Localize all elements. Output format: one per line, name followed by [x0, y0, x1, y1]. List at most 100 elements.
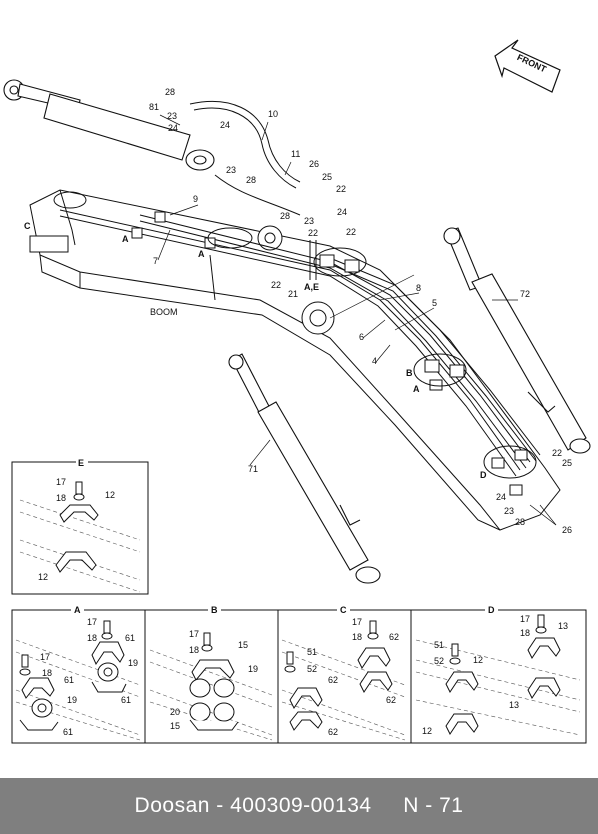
callout-c23a: 23 — [167, 111, 177, 121]
detail-b-callout: 15 — [170, 721, 180, 731]
boom-label: BOOM — [150, 307, 178, 317]
callout-c25: 25 — [322, 172, 332, 182]
callout-c22e: 22 — [552, 448, 562, 458]
detail-panel-title-bg — [485, 603, 498, 615]
detail-b-callout: 18 — [189, 645, 199, 655]
detail-b-callout: 17 — [189, 629, 199, 639]
callout-cA1: A — [122, 234, 129, 244]
callout-cA3: A — [413, 384, 420, 394]
detail-panel-title-b: B — [211, 605, 218, 615]
callout-c8: 8 — [416, 283, 421, 293]
callout-c11: 11 — [291, 149, 300, 159]
callout-c7: 7 — [153, 256, 158, 266]
detail-b-callout: 19 — [248, 664, 258, 674]
detail-c-callout: 51 — [307, 647, 317, 657]
footer-gap — [372, 794, 404, 818]
callout-c26b: 26 — [562, 525, 572, 535]
detail-b-callout: 15 — [238, 640, 248, 650]
front-arrow: FRONT — [494, 39, 561, 93]
detail-a-callout: 61 — [125, 633, 135, 643]
callout-c28a: 28 — [165, 87, 175, 97]
detail-a-callout: 61 — [64, 675, 74, 685]
part-number: 400309-00134 — [230, 794, 372, 817]
callout-c28c: 28 — [280, 211, 290, 221]
detail-a-callout: 18 — [42, 668, 52, 678]
detail-d-callout: 13 — [558, 621, 568, 631]
callout-c24b: 24 — [220, 120, 230, 130]
detail-c-callout: 52 — [307, 664, 317, 674]
callout-c24d: 24 — [496, 492, 506, 502]
callout-c24c: 24 — [337, 207, 347, 217]
callout-c26: 26 — [309, 159, 319, 169]
page-reference: N - 71 — [403, 794, 464, 817]
arm-cylinder-72 — [443, 227, 591, 454]
detail-panel-title-c: C — [340, 605, 347, 615]
callout-c23b: 23 — [226, 165, 236, 175]
callout-cAE: A,E — [304, 282, 319, 292]
detail-c-callout: 62 — [328, 675, 338, 685]
callout-c22a: 22 — [336, 184, 346, 194]
detail-panel-title-d: D — [488, 605, 495, 615]
detail-a-callout: 17 — [40, 652, 50, 662]
callout-c22d: 22 — [271, 280, 281, 290]
boom-piping-diagram: FRONT — [3, 39, 591, 744]
detail-d-callout: 18 — [520, 628, 530, 638]
detail-c-callout: 18 — [352, 632, 362, 642]
detail-d-callout: 51 — [434, 640, 444, 650]
detail-b-callout: 20 — [170, 707, 180, 717]
callout-c28d: 28 — [515, 517, 525, 527]
callout-cD: D — [480, 470, 487, 480]
detail-e-callout-e17: 17 — [56, 477, 66, 487]
callout-cB: B — [406, 368, 413, 378]
detail-a-callout: 19 — [128, 658, 138, 668]
detail-panel-title-a: A — [74, 605, 81, 615]
footer-sep-1: - — [209, 794, 231, 817]
detail-a-callout: 17 — [87, 617, 97, 627]
callout-c23c: 23 — [304, 216, 314, 226]
detail-e-callouts: 17 18 12 12 — [38, 477, 115, 582]
detail-e-callout-e12a: 12 — [105, 490, 115, 500]
callout-c81: 81 — [149, 102, 159, 112]
detail-d-callout: 17 — [520, 614, 530, 624]
callout-c4: 4 — [372, 356, 377, 366]
callout-c5: 5 — [432, 298, 437, 308]
footer-bar: Doosan - 400309-00134 N - 71 — [0, 778, 598, 834]
callout-c10: 10 — [268, 109, 278, 119]
detail-a-callout: 18 — [87, 633, 97, 643]
boom-cylinder-71 — [228, 353, 381, 584]
detail-d-callout: 52 — [434, 656, 444, 666]
detail-a-callout: 19 — [67, 695, 77, 705]
detail-panels-drawings — [15, 614, 581, 741]
callout-c71: 71 — [248, 464, 258, 474]
detail-e-callout-e12b: 12 — [38, 572, 48, 582]
detail-panel-title-bg — [337, 603, 350, 615]
callout-c23d: 23 — [504, 506, 514, 516]
pipe-clamps — [53, 191, 537, 496]
detail-e-callout-e18: 18 — [56, 493, 66, 503]
callout-c25b: 25 — [562, 458, 572, 468]
callout-c9: 9 — [193, 194, 198, 204]
detail-panel-titles: A B C D — [71, 603, 498, 615]
callout-c28b: 28 — [246, 175, 256, 185]
detail-c-callout: 62 — [328, 727, 338, 737]
callout-cA2: A — [198, 249, 205, 259]
detail-e-panel: E — [11, 456, 149, 595]
detail-d-callout: 12 — [422, 726, 432, 736]
detail-c-callout: 62 — [389, 632, 399, 642]
detail-c-callout: 62 — [386, 695, 396, 705]
callout-c72: 72 — [520, 289, 530, 299]
callout-cC: C — [24, 221, 31, 231]
detail-e-title: E — [78, 458, 84, 468]
leader-lines — [157, 114, 557, 526]
detail-d-callout: 12 — [473, 655, 483, 665]
detail-c-callout: 17 — [352, 617, 362, 627]
detail-a-callout: 61 — [63, 727, 73, 737]
callout-c22b: 22 — [346, 227, 356, 237]
callout-c22c: 22 — [308, 228, 318, 238]
brand-name: Doosan — [134, 794, 210, 817]
detail-d-callout: 13 — [509, 700, 519, 710]
detail-panel-title-bg — [208, 603, 221, 615]
